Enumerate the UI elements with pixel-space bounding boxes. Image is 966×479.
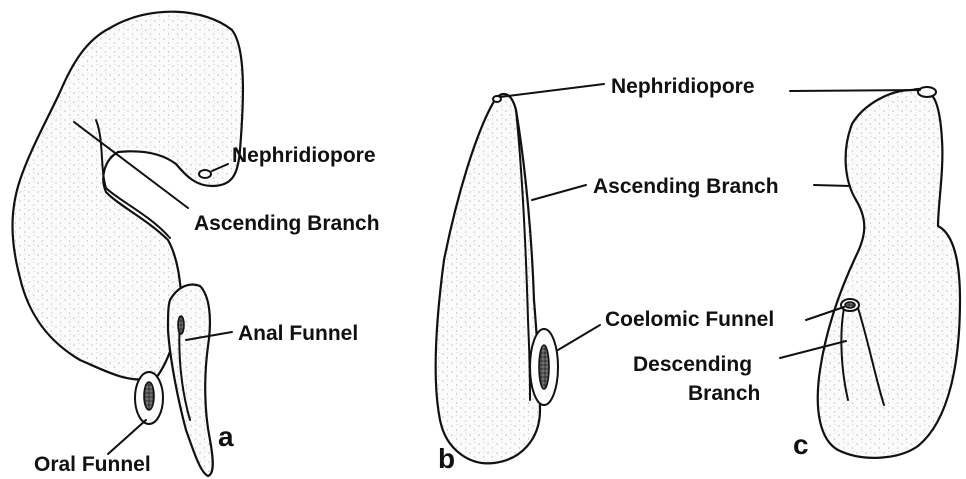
panel-letter-a: a (218, 421, 234, 452)
leader-nephridiopore-b (500, 84, 604, 97)
label-ascending-branch-a: Ascending Branch (194, 212, 380, 235)
label-coelomic-funnel: Coelomic Funnel (605, 308, 774, 331)
label-oral-funnel: Oral Funnel (34, 453, 151, 476)
panel-letter-b: b (438, 443, 455, 474)
leader-oral-funnel (108, 420, 146, 454)
label-nephridiopore-bc: Nephridiopore (611, 75, 755, 98)
label-nephridiopore-a: Nephridiopore (232, 144, 376, 167)
leader-coelomic-b (558, 325, 600, 350)
leader-nephridiopore-c (790, 90, 920, 91)
leader-ascending-c (814, 185, 850, 186)
label-ascending-branch-bc: Ascending Branch (593, 175, 779, 198)
anal-funnel-mark (178, 316, 184, 334)
leader-ascending-b (532, 185, 586, 200)
panel-b-body (436, 94, 540, 463)
anal-funnel-lobe (168, 285, 213, 476)
label-descending-line2: Branch (688, 382, 760, 405)
panel-a-nephridiopore (199, 170, 211, 178)
coelomic-funnel-c-inner (845, 302, 855, 308)
label-descending-line1: Descending (633, 353, 752, 376)
panel-c: c (793, 87, 960, 460)
oral-funnel-inner (144, 382, 154, 410)
panel-b: b (436, 94, 558, 474)
panel-c-nephridiopore (918, 87, 936, 97)
panel-a: Nephridiopore Ascending Branch Anal Funn… (13, 12, 380, 476)
label-anal-funnel: Anal Funnel (238, 322, 358, 345)
panel-c-body (818, 89, 960, 458)
coelomic-funnel-b-inner (539, 345, 549, 389)
panel-letter-c: c (793, 429, 809, 460)
